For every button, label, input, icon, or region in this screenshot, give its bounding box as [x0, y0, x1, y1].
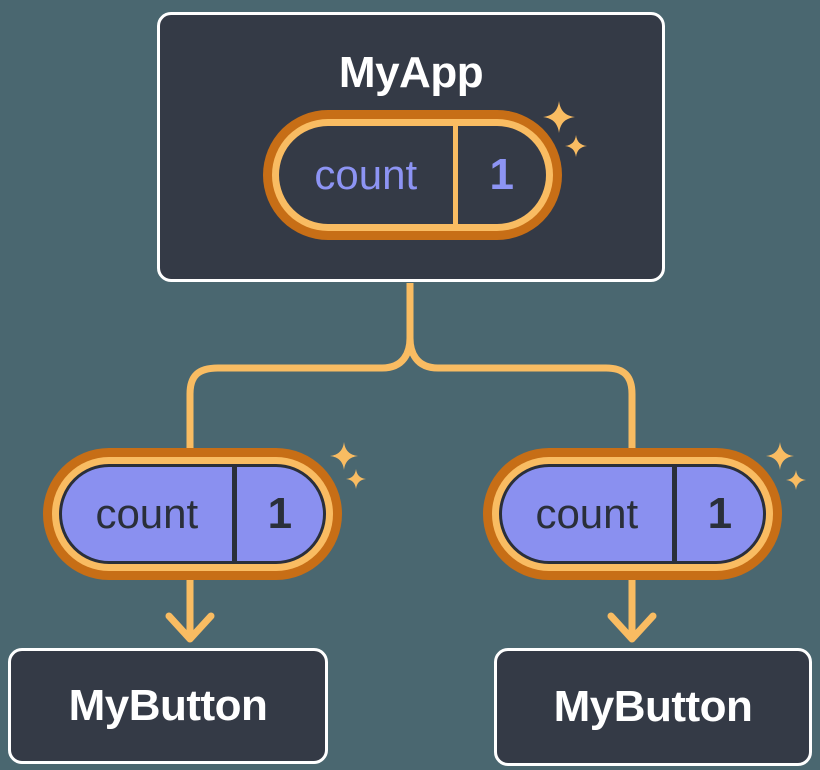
prop-value: 1	[707, 489, 733, 538]
prop-pill-body: count 1	[499, 464, 766, 564]
prop-name: count	[95, 490, 199, 537]
node-title-mybutton-right: MyButton	[553, 682, 753, 731]
sparkle-icon	[766, 442, 794, 470]
state-name: count	[314, 151, 418, 198]
component-node-mybutton-left: MyButton	[8, 648, 328, 764]
state-value: 1	[489, 150, 515, 199]
node-title-mybutton-left: MyButton	[68, 681, 268, 730]
arrowhead-left	[165, 612, 215, 643]
prop-pill-value-cell: 1	[237, 467, 323, 561]
connector-branch-right	[406, 283, 636, 636]
prop-pill-inner-ring: count 1	[52, 457, 333, 571]
prop-pill-label-cell: count	[62, 467, 237, 561]
sparkle-icon	[543, 101, 575, 133]
node-title-myapp: MyApp	[338, 48, 484, 97]
prop-pill-right: count 1	[483, 448, 782, 580]
sparkle-icon	[786, 470, 806, 490]
state-pill-myapp: count 1	[263, 110, 562, 240]
prop-value: 1	[267, 489, 293, 538]
prop-pill-left: count 1	[43, 448, 342, 580]
prop-pill-body: count 1	[59, 464, 326, 564]
prop-pill-inner-ring: count 1	[492, 457, 773, 571]
state-pill-body: count 1	[279, 126, 546, 224]
state-pill-inner-ring: count 1	[272, 119, 553, 231]
sparkle-icon	[565, 135, 587, 157]
prop-name: count	[535, 490, 639, 537]
state-pill-label-cell: count	[279, 126, 458, 224]
sparkle-icon	[346, 469, 366, 489]
component-node-mybutton-right: MyButton	[494, 648, 812, 766]
arrowhead-right	[607, 612, 657, 643]
prop-pill-value-cell: 1	[677, 467, 763, 561]
sparkle-icon	[330, 442, 358, 470]
state-pill-value-cell: 1	[458, 126, 546, 224]
prop-pill-label-cell: count	[502, 467, 677, 561]
